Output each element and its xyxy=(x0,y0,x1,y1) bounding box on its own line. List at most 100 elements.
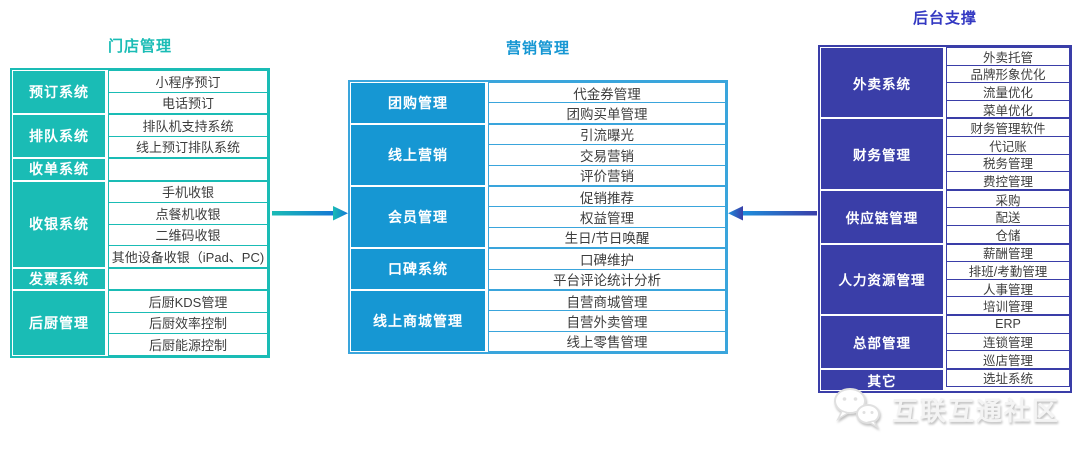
table-section: 供应链管理采购配送仓储 xyxy=(820,189,1070,244)
section-items xyxy=(108,158,268,181)
section-items: 财务管理软件代记账税务管理费控管理 xyxy=(946,118,1070,190)
section-items: 外卖托管品牌形象优化流量优化菜单优化 xyxy=(946,47,1070,119)
section-items: 小程序预订电话预订 xyxy=(108,70,268,114)
section-label: 团购管理 xyxy=(351,83,485,123)
item-cell xyxy=(108,267,268,290)
item-cell: 平台评论统计分析 xyxy=(488,268,726,290)
item-cell: 财务管理软件 xyxy=(946,118,1070,137)
column-title: 营销管理 xyxy=(505,40,570,57)
section-items: 排队机支持系统线上预订排队系统 xyxy=(108,114,268,158)
column-title: 后台支撑 xyxy=(912,10,977,27)
item-cell: 流量优化 xyxy=(946,82,1070,101)
item-cell: 交易营销 xyxy=(488,144,726,166)
section-label: 线上商城管理 xyxy=(351,290,485,352)
table-section: 线上商城管理自营商城管理自营外卖管理线上零售管理 xyxy=(350,289,726,353)
section-label: 收银系统 xyxy=(13,181,105,267)
column-title: 门店管理 xyxy=(107,38,172,55)
column-store-management: 门店管理 预订系统小程序预订电话预订排队系统排队机支持系统线上预订排队系统收单系… xyxy=(10,38,270,358)
item-cell xyxy=(108,158,268,181)
column-marketing-management: 营销管理 团购管理代金券管理团购买单管理线上营销引流曝光交易营销评价营销会员管理… xyxy=(348,40,728,355)
section-label: 口碑系统 xyxy=(351,249,485,289)
section-items: 代金券管理团购买单管理 xyxy=(488,82,726,124)
section-label: 其它 xyxy=(821,369,943,390)
item-cell: 排队机支持系统 xyxy=(108,114,268,137)
item-cell: 选址系统 xyxy=(946,368,1070,388)
section-items: 选址系统 xyxy=(946,368,1070,391)
item-cell: 人事管理 xyxy=(946,278,1070,298)
item-cell: 仓储 xyxy=(946,224,1070,244)
table-section: 排队系统排队机支持系统线上预订排队系统 xyxy=(12,114,268,158)
table-section: 外卖系统外卖托管品牌形象优化流量优化菜单优化 xyxy=(820,47,1070,119)
item-cell: 线上零售管理 xyxy=(488,330,726,353)
backend-support-table: 外卖系统外卖托管品牌形象优化流量优化菜单优化财务管理财务管理软件代记账税务管理费… xyxy=(818,45,1072,393)
item-cell: 引流曝光 xyxy=(488,123,726,146)
section-label: 后厨管理 xyxy=(13,291,105,355)
section-label: 总部管理 xyxy=(821,315,943,368)
item-cell: 后厨效率控制 xyxy=(108,311,268,334)
table-section: 其它选址系统 xyxy=(820,368,1070,391)
section-label: 排队系统 xyxy=(13,115,105,157)
section-items xyxy=(108,267,268,290)
item-cell: 生日/节日唤醒 xyxy=(488,226,726,249)
item-cell: 品牌形象优化 xyxy=(946,64,1070,84)
store-management-table: 预订系统小程序预订电话预订排队系统排队机支持系统线上预订排队系统收单系统收银系统… xyxy=(10,68,270,358)
item-cell: 自营商城管理 xyxy=(488,289,726,312)
item-cell: ERP xyxy=(946,314,1070,334)
section-label: 预订系统 xyxy=(13,71,105,113)
watermark-text: 互联互通社区 xyxy=(892,395,1061,426)
item-cell: 权益管理 xyxy=(488,206,726,228)
table-section: 人力资源管理薪酬管理排班/考勤管理人事管理培训管理 xyxy=(820,243,1070,315)
item-cell: 代记账 xyxy=(946,135,1070,155)
section-label: 外卖系统 xyxy=(821,48,943,118)
item-cell: 后厨能源控制 xyxy=(108,333,268,356)
item-cell: 评价营销 xyxy=(488,164,726,186)
watermark: 互联互通社区 xyxy=(832,386,1060,432)
item-cell: 小程序预订 xyxy=(108,70,268,93)
item-cell: 其他设备收银（iPad、PC) xyxy=(108,245,268,268)
item-cell: 二维码收银 xyxy=(108,223,268,246)
item-cell: 代金券管理 xyxy=(488,82,726,104)
table-section: 收单系统 xyxy=(12,158,268,181)
section-items: 采购配送仓储 xyxy=(946,189,1070,244)
item-cell: 电话预订 xyxy=(108,91,268,114)
section-label: 收单系统 xyxy=(13,159,105,180)
marketing-management-table: 团购管理代金券管理团购买单管理线上营销引流曝光交易营销评价营销会员管理促销推荐权… xyxy=(348,80,728,355)
section-label: 会员管理 xyxy=(351,186,485,248)
section-label: 线上营销 xyxy=(351,124,485,185)
item-cell: 点餐机收银 xyxy=(108,202,268,225)
item-cell: 后厨KDS管理 xyxy=(108,290,268,313)
wechat-logo-icon xyxy=(834,388,880,430)
table-section: 口碑系统口碑维护平台评论统计分析 xyxy=(350,248,726,290)
item-cell: 口碑维护 xyxy=(488,248,726,270)
item-cell: 税务管理 xyxy=(946,153,1070,173)
item-cell: 巡店管理 xyxy=(946,350,1070,369)
arrow-backend-to-marketing-icon xyxy=(728,206,817,221)
section-label: 发票系统 xyxy=(13,268,105,289)
item-cell: 配送 xyxy=(946,207,1070,226)
item-cell: 线上预订排队系统 xyxy=(108,135,268,158)
section-items: 手机收银点餐机收银二维码收银其他设备收银（iPad、PC) xyxy=(108,180,268,268)
item-cell: 排班/考勤管理 xyxy=(946,261,1070,280)
section-label: 供应链管理 xyxy=(821,190,943,243)
item-cell: 外卖托管 xyxy=(946,47,1070,66)
table-section: 预订系统小程序预订电话预订 xyxy=(12,70,268,114)
section-items: 后厨KDS管理后厨效率控制后厨能源控制 xyxy=(108,290,268,356)
item-cell: 培训管理 xyxy=(946,296,1070,315)
table-section: 会员管理促销推荐权益管理生日/节日唤醒 xyxy=(350,185,726,249)
item-cell: 团购买单管理 xyxy=(488,102,726,124)
arrow-store-to-marketing-icon xyxy=(272,206,348,221)
table-section: 收银系统手机收银点餐机收银二维码收银其他设备收银（iPad、PC) xyxy=(12,180,268,268)
item-cell: 薪酬管理 xyxy=(946,243,1070,263)
table-section: 发票系统 xyxy=(12,267,268,290)
item-cell: 自营外卖管理 xyxy=(488,310,726,332)
section-items: 薪酬管理排班/考勤管理人事管理培训管理 xyxy=(946,243,1070,315)
section-label: 人力资源管理 xyxy=(821,244,943,314)
section-items: 口碑维护平台评论统计分析 xyxy=(488,248,726,290)
item-cell: 促销推荐 xyxy=(488,185,726,208)
item-cell: 手机收银 xyxy=(108,180,268,203)
column-backend-support: 后台支撑 外卖系统外卖托管品牌形象优化流量优化菜单优化财务管理财务管理软件代记账… xyxy=(818,10,1072,393)
item-cell: 菜单优化 xyxy=(946,99,1070,119)
section-items: 自营商城管理自营外卖管理线上零售管理 xyxy=(488,289,726,353)
